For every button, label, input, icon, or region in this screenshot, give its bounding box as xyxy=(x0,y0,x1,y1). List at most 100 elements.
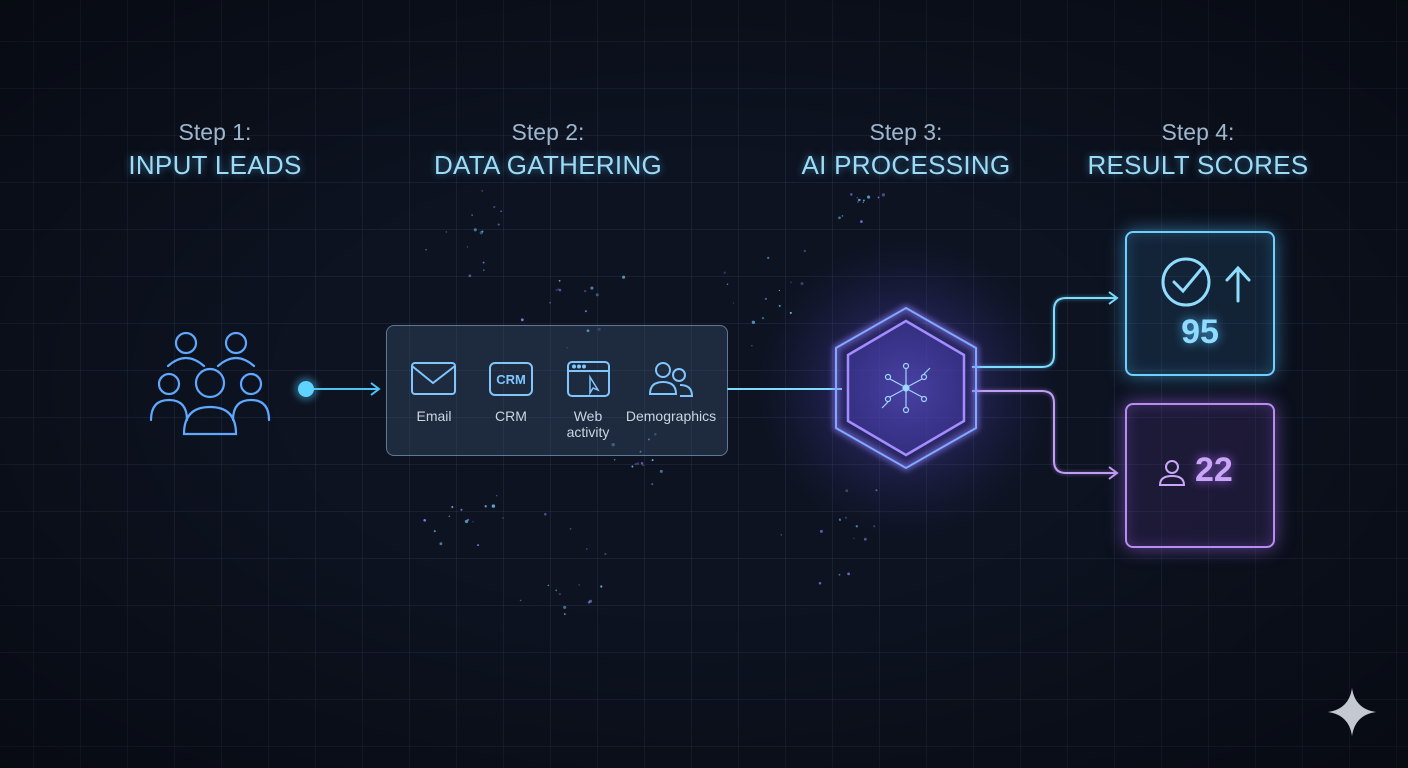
particle xyxy=(481,190,483,192)
connector-core-to-high-score xyxy=(972,291,1119,369)
user-icon xyxy=(1158,460,1186,486)
particle xyxy=(631,465,634,468)
particle xyxy=(790,281,792,284)
connector-core-to-low-score xyxy=(972,389,1119,480)
svg-text:CRM: CRM xyxy=(496,372,526,387)
source-label-web-line1: Web xyxy=(573,408,603,424)
step-2-title: DATA GATHERING xyxy=(433,150,663,180)
particle xyxy=(471,214,473,216)
check-circle-icon xyxy=(1161,257,1211,307)
step-3-title: AI PROCESSING xyxy=(801,150,1011,180)
particle xyxy=(613,459,616,461)
particle xyxy=(841,215,844,217)
particle xyxy=(803,249,807,253)
particle xyxy=(466,246,469,248)
source-label-crm: CRM xyxy=(495,408,527,424)
particle xyxy=(642,464,644,466)
particle xyxy=(468,274,472,278)
particle xyxy=(588,599,593,603)
step-4-header: Step 4: RESULT SCORES xyxy=(1048,118,1348,181)
low-score-card: 22 xyxy=(1125,403,1275,548)
particle xyxy=(555,589,558,592)
crm-icon: CRM xyxy=(489,362,533,396)
particle xyxy=(853,537,855,540)
people-icon xyxy=(648,362,694,397)
step-4-title: RESULT SCORES xyxy=(1087,150,1309,180)
particle xyxy=(445,231,448,233)
particle xyxy=(477,544,480,547)
particle xyxy=(780,534,783,536)
particle xyxy=(473,228,477,232)
particle xyxy=(590,286,594,290)
particle xyxy=(558,288,562,292)
particle xyxy=(726,283,729,285)
particle xyxy=(451,505,454,509)
particle xyxy=(595,293,599,297)
high-score-card: 95 xyxy=(1125,231,1275,376)
particle xyxy=(460,508,463,511)
particle xyxy=(860,220,863,223)
particle xyxy=(877,196,880,199)
particle xyxy=(857,198,861,202)
particle xyxy=(586,548,588,550)
particle xyxy=(838,216,841,220)
particle xyxy=(558,279,561,282)
particle xyxy=(764,297,768,301)
particle xyxy=(483,269,485,271)
particle xyxy=(425,248,427,251)
particle xyxy=(433,530,436,533)
particle xyxy=(659,469,663,473)
source-label-web-line2: activity xyxy=(566,424,610,440)
particle xyxy=(751,320,756,324)
particle xyxy=(587,601,591,604)
particle xyxy=(484,505,487,508)
particle xyxy=(519,599,522,602)
step-1-header: Step 1: INPUT LEADS xyxy=(65,118,365,181)
particle xyxy=(563,605,567,609)
ai-core-hexagon xyxy=(833,304,979,472)
particle xyxy=(653,432,657,436)
leads-group-icon xyxy=(149,331,271,436)
particle xyxy=(838,573,841,576)
particle xyxy=(862,199,865,202)
particle xyxy=(767,256,770,260)
particle xyxy=(555,289,558,292)
particle xyxy=(491,504,496,508)
low-score-value: 22 xyxy=(1195,451,1233,489)
particle xyxy=(597,327,601,331)
particle xyxy=(732,302,735,304)
particle xyxy=(464,519,469,524)
particle xyxy=(847,572,850,576)
particle xyxy=(500,210,502,213)
source-label-demographics: Demographics xyxy=(625,408,717,424)
particle xyxy=(723,271,726,274)
particle xyxy=(493,205,496,209)
particle xyxy=(520,318,524,322)
sparkle-icon xyxy=(1328,688,1376,736)
user-icon-wrapper xyxy=(1158,460,1186,486)
arrow-up-icon xyxy=(1225,265,1251,303)
particle xyxy=(651,483,654,486)
step-2-label: Step 2: xyxy=(511,119,585,145)
particle xyxy=(751,345,753,347)
particle xyxy=(558,592,562,596)
check-up-icon-group xyxy=(1161,257,1251,307)
particle xyxy=(586,329,590,333)
particle xyxy=(497,223,500,226)
step-3-label: Step 3: xyxy=(869,119,943,145)
particle xyxy=(563,613,566,616)
particle xyxy=(636,462,640,465)
particle xyxy=(544,512,547,516)
envelope-icon xyxy=(411,362,456,395)
particle xyxy=(566,346,569,349)
particle xyxy=(761,316,765,320)
particle xyxy=(604,552,607,556)
step-4-label: Step 4: xyxy=(1161,119,1235,145)
neural-network-icon xyxy=(881,362,931,414)
particle xyxy=(583,289,587,293)
particle xyxy=(651,459,654,462)
particle xyxy=(640,461,644,465)
particle xyxy=(648,420,650,423)
particle xyxy=(502,517,504,519)
